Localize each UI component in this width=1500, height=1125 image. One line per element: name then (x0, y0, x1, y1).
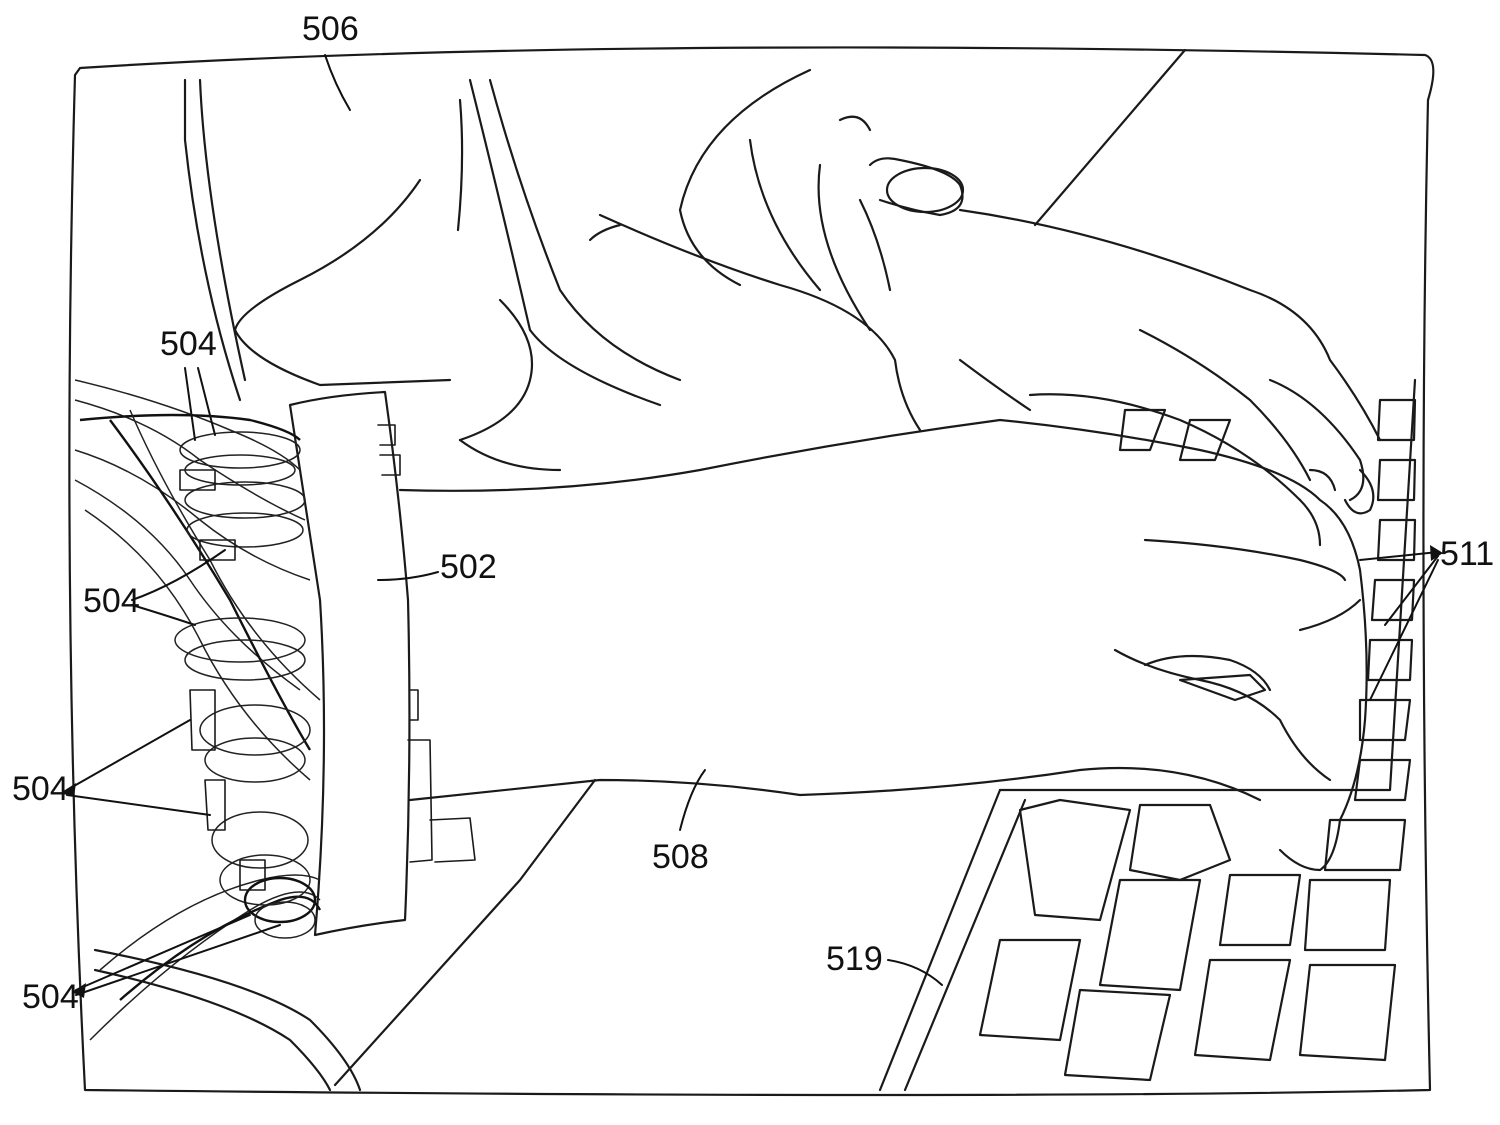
sensor-cables (74, 379, 362, 1092)
background-person (183, 78, 682, 472)
forearm-and-hand (398, 418, 1368, 872)
frame-border (68, 46, 1435, 1097)
label-508: 508 (652, 838, 709, 876)
label-502: 502 (440, 548, 497, 586)
label-504-mid: 504 (83, 582, 140, 620)
label-504-bottom: 504 (22, 978, 79, 1016)
desk-edges (333, 48, 1187, 1092)
label-519: 519 (826, 940, 883, 978)
label-511: 511 (1440, 535, 1494, 573)
upper-hand (588, 68, 1382, 515)
keyboard (978, 378, 1417, 1082)
label-504-top: 504 (160, 325, 217, 363)
wristband (288, 390, 476, 937)
reference-labels: 506 504 502 504 504 504 508 511 519 (12, 10, 1494, 1016)
label-506: 506 (302, 10, 359, 48)
label-504-lower: 504 (12, 770, 69, 808)
